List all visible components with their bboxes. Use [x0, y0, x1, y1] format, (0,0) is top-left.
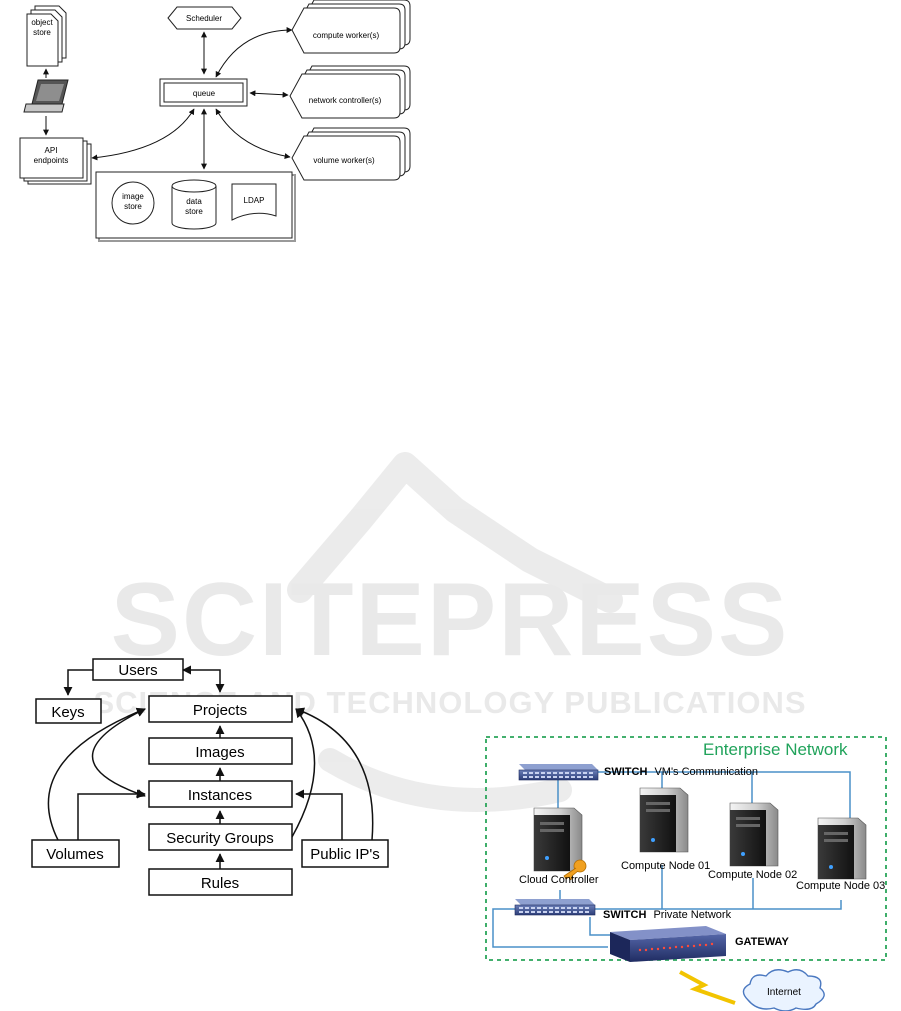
object-store-label-1: object: [31, 18, 53, 27]
object-store-node: object store: [26, 5, 67, 67]
lightning-icon: [679, 970, 736, 1005]
queue-compute-arrow: [215, 27, 293, 78]
compute-node-02-server: [729, 802, 779, 867]
ldap-shape: [231, 183, 277, 221]
cloud-controller-server: [533, 807, 583, 872]
volumes-projects-arrow: [47, 707, 146, 841]
compute-workers-node: compute worker(s): [291, 0, 411, 54]
security-groups-label: Security Groups: [166, 830, 274, 847]
keys-box: [35, 698, 102, 724]
api-endpoints-node: API endpoints: [19, 137, 92, 185]
volume-workers-label: volume worker(s): [313, 156, 375, 165]
scheduler-label: Scheduler: [186, 14, 222, 23]
public-ips-instances-arrow: [295, 789, 343, 840]
projects-box: [148, 695, 293, 723]
scheduler-node: Scheduler: [167, 6, 242, 30]
switch-bottom-label: Private Network: [653, 909, 731, 921]
model-diagram: Users Keys Projects Images Instances Sec…: [31, 658, 389, 896]
watermark-brand: SCITEPRESS: [111, 562, 790, 678]
switch-top-label-bold: SWITCH: [604, 766, 647, 778]
watermark-swoosh: [318, 748, 572, 812]
network-diagram: Enterprise Network SWITCH VM's Comm: [485, 736, 887, 1011]
public-ips-label: Public IP's: [310, 846, 380, 863]
compute-node-01-label: Compute Node 01: [621, 860, 710, 872]
image-store-shape: [111, 181, 155, 225]
watermark-shape: [287, 452, 623, 613]
volumes-instances-arrow: [77, 789, 146, 840]
enterprise-network-border: [485, 736, 887, 961]
volumes-label: Volumes: [46, 846, 104, 863]
gateway-label: GATEWAY: [735, 936, 789, 948]
security-projects-arrow: [291, 708, 316, 838]
key-icon: [563, 859, 587, 881]
projects-instances-curve: [91, 708, 146, 798]
public-ips-projects-arrow: [295, 707, 374, 841]
switch-bottom-label-bold: SWITCH: [603, 909, 646, 921]
ldap-label: LDAP: [244, 196, 265, 205]
images-box: [148, 737, 293, 765]
instances-label: Instances: [188, 787, 252, 804]
queue-volume-arrow: [215, 108, 291, 160]
switch-vm-communication: [518, 764, 599, 781]
network-controllers-label: network controller(s): [309, 96, 382, 105]
compute-node-03-label: Compute Node 03: [796, 880, 885, 892]
image-store-label-2: store: [124, 202, 142, 211]
compute-node-01-server: [639, 787, 689, 853]
queue-node: queue: [159, 78, 248, 107]
queue-label: queue: [193, 89, 216, 98]
object-store-label-2: store: [33, 28, 51, 37]
network-controllers-node: network controller(s): [289, 65, 411, 119]
api-label-1: API: [45, 146, 58, 155]
public-ips-box: [301, 839, 389, 868]
switch-top-label: VM's Communication: [654, 766, 758, 778]
volume-workers-node: volume worker(s): [291, 127, 411, 181]
architecture-diagram: object store API endpoints Scheduler: [19, 0, 411, 242]
network-links: [492, 771, 851, 948]
switch-private-network: [514, 899, 596, 916]
data-store-label-2: store: [185, 207, 203, 216]
internet-cloud-icon: [742, 969, 825, 1011]
api-label-2: endpoints: [34, 156, 69, 165]
compute-node-02-label: Compute Node 02: [708, 869, 797, 881]
data-store-shape: [171, 179, 217, 230]
data-store-label-1: data: [186, 197, 202, 206]
rules-label: Rules: [201, 875, 239, 892]
internet-label: Internet: [767, 987, 801, 998]
instances-box: [148, 780, 293, 808]
image-store-label-1: image: [122, 192, 144, 201]
compute-workers-label: compute worker(s): [313, 31, 380, 40]
security-groups-box: [148, 823, 293, 851]
projects-label: Projects: [193, 702, 247, 719]
svg-text:SWITCH Private Network: SWITCH Private Network: [603, 909, 732, 921]
users-projects-arrow: [182, 665, 225, 693]
storage-group: image store data store LDAP: [95, 171, 296, 242]
images-label: Images: [195, 744, 244, 761]
laptop-icon: [23, 79, 69, 113]
svg-text:SWITCH VM's Communicatio: SWITCH VM's Communication: [604, 766, 758, 778]
users-keys-arrow: [63, 669, 93, 696]
queue-api-arrow: [91, 108, 195, 161]
queue-network-arrow: [249, 90, 289, 98]
compute-node-03-server: [817, 817, 867, 880]
enterprise-network-title: Enterprise Network: [703, 740, 848, 759]
cloud-controller-label: Cloud Controller: [519, 874, 599, 886]
volumes-box: [31, 839, 120, 868]
users-label: Users: [118, 662, 157, 679]
keys-label: Keys: [51, 704, 84, 721]
gateway-device: [610, 926, 726, 962]
